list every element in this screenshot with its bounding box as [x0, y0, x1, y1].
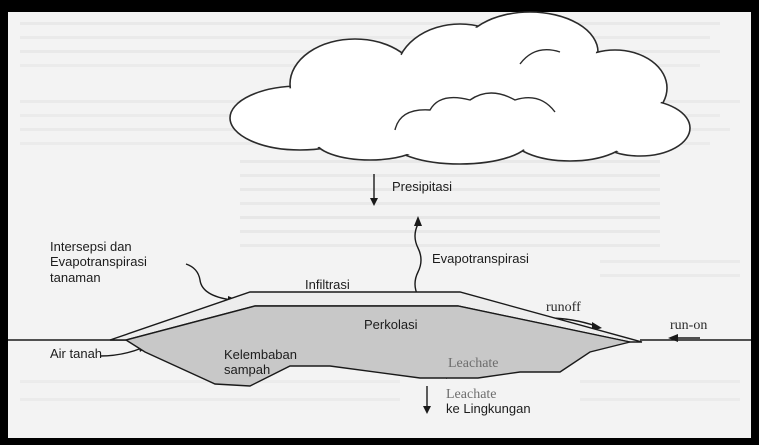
svg-text:Leachate: Leachate	[446, 387, 497, 402]
svg-text:Intersepsi dan: Intersepsi dan	[50, 239, 132, 254]
air-tanah-label: Air tanah	[50, 346, 102, 361]
run-on-label: run-on	[670, 318, 707, 333]
perkolasi-label: Perkolasi	[364, 317, 418, 332]
leachate-label: Leachate	[448, 356, 499, 371]
svg-text:Evapotranspirasi: Evapotranspirasi	[50, 254, 147, 269]
infiltrasi-label: Infiltrasi	[305, 277, 350, 292]
svg-text:Kelembaban: Kelembaban	[224, 347, 297, 362]
evapotranspirasi-label: Evapotranspirasi	[432, 251, 529, 266]
runoff-label: runoff	[546, 300, 581, 315]
svg-text:sampah: sampah	[224, 362, 270, 377]
svg-text:tanaman: tanaman	[50, 270, 101, 285]
svg-text:ke Lingkungan: ke Lingkungan	[446, 401, 531, 416]
presipitasi-label: Presipitasi	[392, 179, 452, 194]
